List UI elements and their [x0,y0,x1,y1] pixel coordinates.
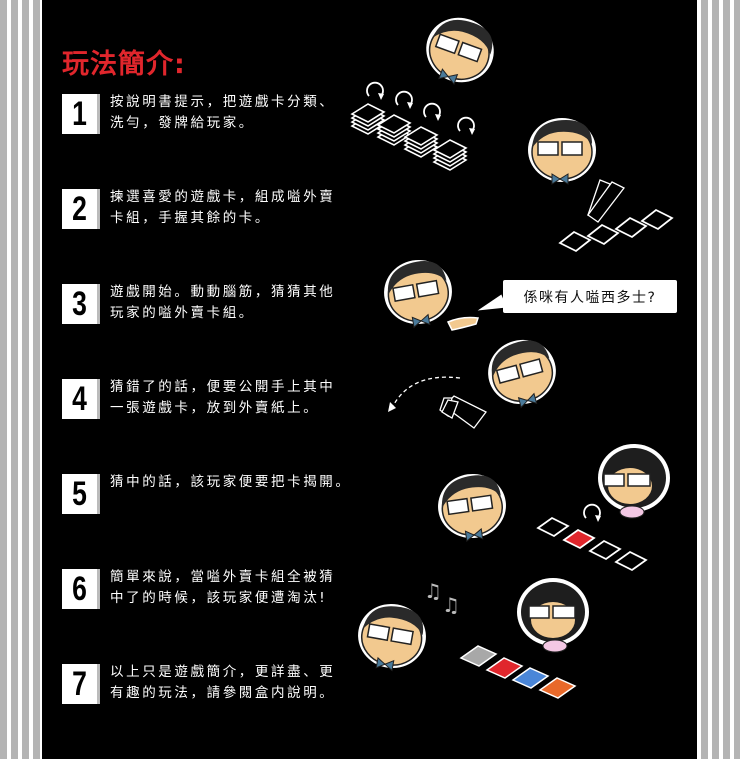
boy-character [433,468,512,546]
boy-character [415,7,504,95]
step-number-badge: 3 [62,284,100,324]
step-number-badge: 7 [62,664,100,704]
step-number-badge: 2 [62,189,100,229]
step-6: 6 簡單來說，當嗌外賣卡組全被猜 中了的時候，該玩家便遭淘汰! [62,567,335,611]
boy-character [527,117,597,185]
step-4: 4 猜錯了的話，便要公開手上其中 一張遊戲卡，放到外賣紙上。 [62,377,335,421]
step-text: 按說明書提示，把遊戲卡分類、 洗勻，發牌給玩家。 [110,94,336,131]
right-stripe-border [697,0,740,759]
boy-character [378,253,459,333]
boy-character [480,331,565,415]
step-number-badge: 6 [62,569,100,609]
step-text: 簡單來說，當嗌外賣卡組全被猜 中了的時候，該玩家便遭淘汰! [110,569,336,606]
card-slot [558,208,674,253]
page-title: 玩法簡介: [62,49,186,80]
girl-character [517,578,589,653]
step-7: 7 以上只是遊戲簡介，更詳盡、更 有趣的玩法，請參閱盒内說明。 [62,662,335,706]
step-number-badge: 1 [62,94,100,134]
card-row [536,516,648,572]
svg-text:♫: ♫ [424,579,442,603]
step-number-badge: 5 [62,474,100,514]
card-stack-icon [433,139,467,171]
step-text: 遊戲開始。動動腦筋，猜猜其他 玩家的嗌外賣卡組。 [110,284,336,321]
step-1: 1 按說明書提示，把遊戲卡分類、 洗勻，發牌給玩家。 [62,92,335,136]
step-text: 揀選喜愛的遊戲卡，組成嗌外賣 卡組，手握其餘的卡。 [110,189,336,226]
step-5: 5 猜中的話，該玩家便要把卡揭開。 [62,472,352,516]
colored-card-row [459,645,577,699]
step-3: 3 遊戲開始。動動腦筋，猜猜其他 玩家的嗌外賣卡組。 [62,282,335,326]
step-2: 2 揀選喜愛的遊戲卡，組成嗌外賣 卡組，手握其餘的卡。 [62,187,335,231]
music-note-icon: ♫ ♫ [424,579,460,617]
card-fan [439,395,487,429]
rotate-arrow-icon [366,81,385,101]
rotate-arrow-icon [395,90,414,110]
rotate-arrow-icon [423,102,442,122]
rotate-arrow-icon [583,503,602,523]
step-text: 猜錯了的話，便要公開手上其中 一張遊戲卡，放到外賣紙上。 [110,379,336,416]
dashed-arrow [391,376,461,409]
step-number-badge: 4 [62,379,100,419]
step-text: 以上只是遊戲簡介，更詳盡、更 有趣的玩法，請參閱盒内說明。 [110,664,336,701]
boy-character [351,597,432,677]
arrow-head [388,402,396,412]
girl-character [598,444,670,519]
left-stripe-border [0,0,42,759]
card-fan [587,179,625,223]
speech-bubble: 係咪有人嗌西多士? [503,280,677,313]
svg-text:♫: ♫ [442,593,460,617]
step-text: 猜中的話，該玩家便要把卡揭開。 [110,474,352,490]
pointing-hand [446,316,480,331]
rotate-arrow-icon [457,116,476,136]
